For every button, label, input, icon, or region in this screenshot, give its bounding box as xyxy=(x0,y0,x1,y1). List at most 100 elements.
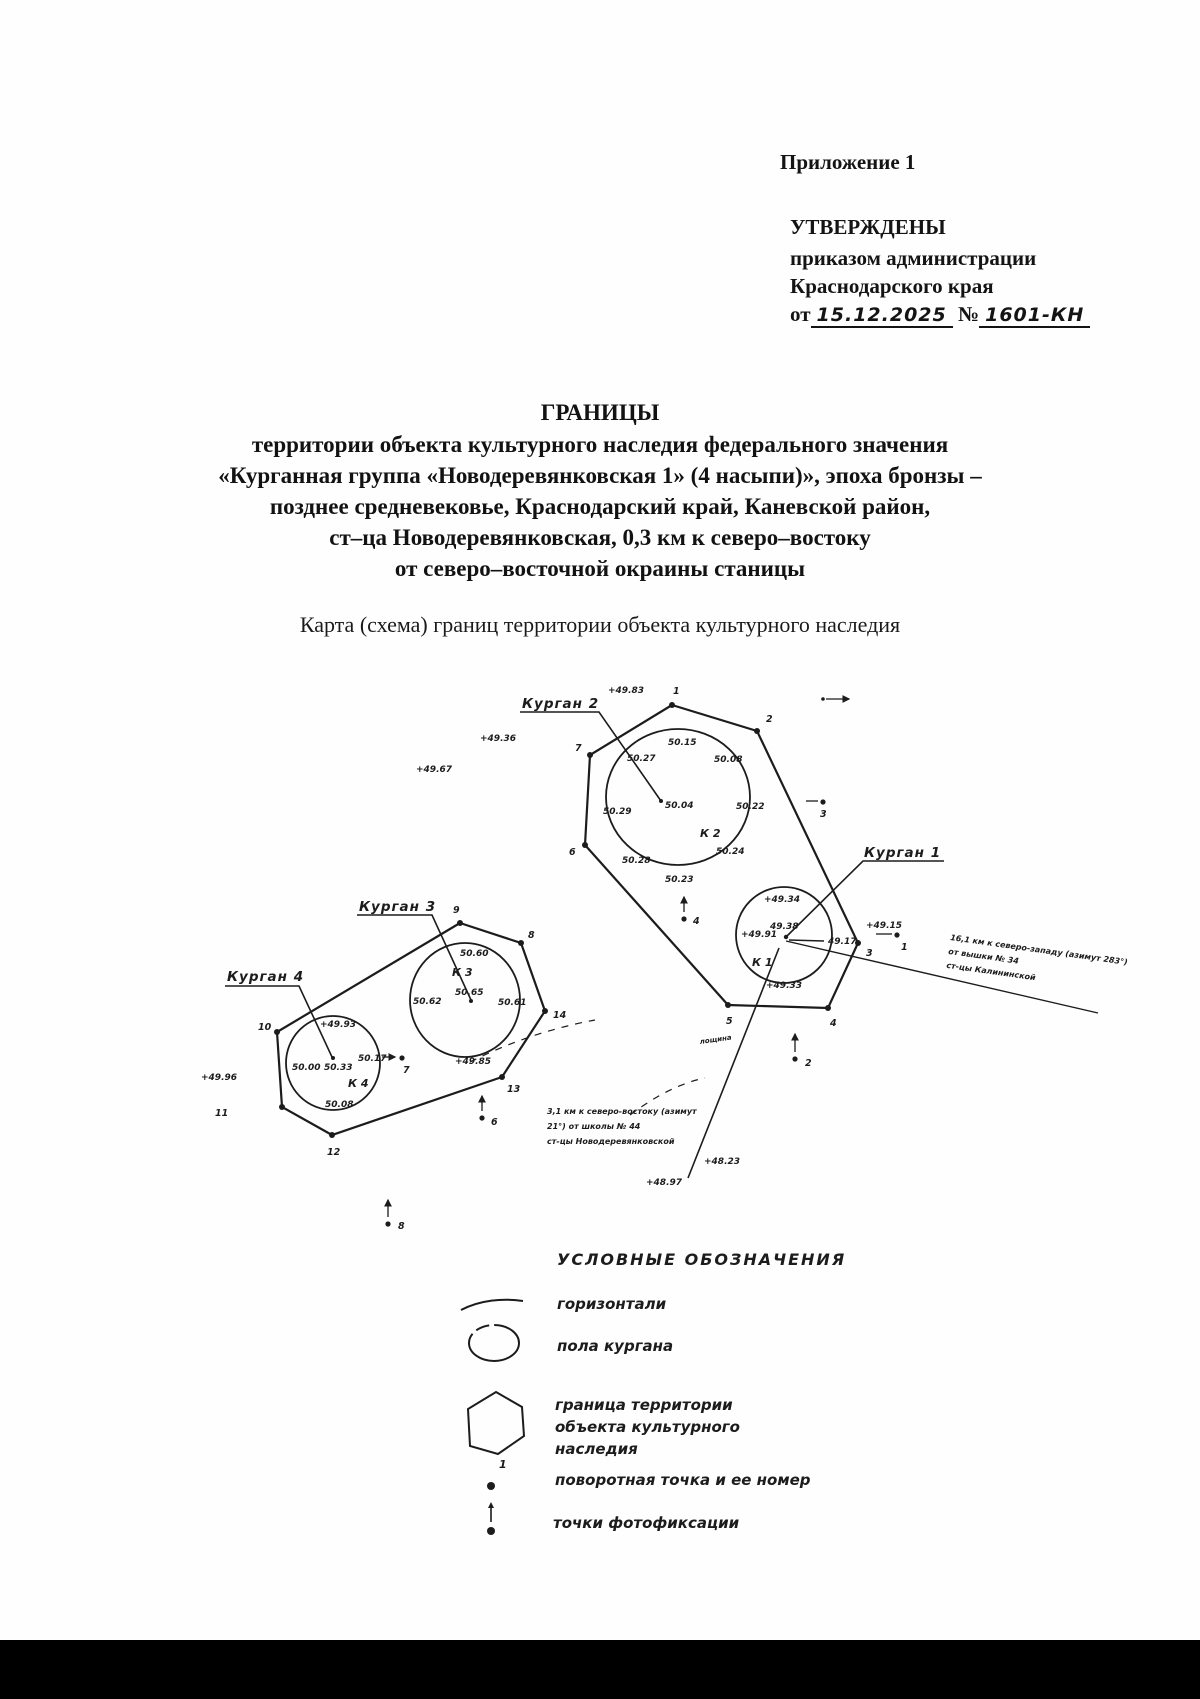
spot-elevation: +49.83 xyxy=(608,686,644,696)
photo-point-label: 7 xyxy=(403,1065,410,1076)
boundary-polygon-right xyxy=(583,703,860,1010)
vertex-label: 11 xyxy=(215,1108,228,1119)
elevation-value: 50.17 xyxy=(358,1054,387,1064)
kurgan4-callout: Курган 4 xyxy=(227,969,304,985)
vertex-label: 3 xyxy=(866,948,873,959)
doc-title-line1: территории объекта культурного наследия … xyxy=(251,432,949,457)
vertex-label: 7 xyxy=(575,743,582,754)
k1-east-tick xyxy=(788,939,825,942)
legend-photo-label: точки фотофиксации xyxy=(553,1514,740,1532)
doc-title-line4: ст–ца Новодеревянковская, 0,3 км к север… xyxy=(329,525,871,550)
spot-elevation: +49.96 xyxy=(201,1073,237,1083)
elevation-value: 50.61 xyxy=(498,998,526,1008)
photo-point-label: 4 xyxy=(692,916,700,927)
kurgan2-callout: Курган 2 xyxy=(522,696,599,712)
vertex-label: 5 xyxy=(726,1016,733,1027)
annotation-line: ст-цы Новодеревянковской xyxy=(547,1137,675,1146)
vertex-label: 4 xyxy=(829,1018,837,1029)
turning-point-icon xyxy=(487,1482,495,1490)
vertex-label: 6 xyxy=(569,847,576,858)
mound-circle-k4 xyxy=(285,1015,381,1111)
photo-points xyxy=(382,695,900,1227)
elevation-value: 50.00 xyxy=(292,1063,320,1073)
kurgan3-leader xyxy=(357,914,472,1001)
mound-name: К 3 xyxy=(452,966,473,979)
elevation-value: 49.38 xyxy=(769,922,798,932)
from-label: от xyxy=(790,302,811,326)
kurgan2-center-dot xyxy=(659,799,663,803)
legend-point-number: 1 xyxy=(499,1458,507,1471)
doc-title-line5: от северо–восточной окраины станицы xyxy=(394,556,806,581)
vertex-label: 9 xyxy=(453,905,460,916)
elevation-value: 50.62 xyxy=(413,997,441,1007)
annotation-line: ст-цы Калининской xyxy=(946,961,1037,982)
legend-title: УСЛОВНЫЕ ОБОЗНАЧЕНИЯ xyxy=(557,1250,847,1269)
handwritten-date: 15.12.2025 xyxy=(810,304,953,328)
legend-mound-label: пола кургана xyxy=(557,1337,674,1355)
elevation-value: +49.93 xyxy=(320,1020,356,1030)
boundary-map-sketch: 1 2 3 4 5 6 7 8 9 10 11 12 13 14 Курган … xyxy=(201,686,1128,1232)
doc-title-line3: позднее средневековье, Краснодарский кра… xyxy=(269,494,931,519)
mound-circle-k3 xyxy=(409,942,521,1058)
elevation-value: 49.17 xyxy=(827,937,857,947)
elevation-value: 50.08 xyxy=(325,1100,353,1110)
direction-line-right xyxy=(785,940,1099,1014)
photo-point-icon xyxy=(487,1502,495,1535)
appendix-label: Приложение 1 xyxy=(780,150,916,174)
photo-point-label: 1 xyxy=(901,942,908,953)
approved-by-line2: Краснодарского края xyxy=(790,274,994,298)
boundary-polygon-icon xyxy=(466,1390,526,1456)
annotation-line: 3,1 км к северо-востоку (азимут xyxy=(547,1107,698,1116)
handwritten-number: 1601-КН xyxy=(979,304,1091,328)
map-caption: Карта (схема) границ территории объекта … xyxy=(299,612,901,637)
elevation-value: 50.22 xyxy=(736,802,764,812)
doc-title-line2: «Курганная группа «Новодеревянковская 1»… xyxy=(218,463,982,488)
kurgan1-center-dot xyxy=(783,934,789,940)
kurgan1-callout: Курган 1 xyxy=(864,845,941,861)
elevation-value: 50.28 xyxy=(622,856,650,866)
contour-dashed-2 xyxy=(629,1077,706,1116)
legend-boundary-label: граница территории объекта культурного н… xyxy=(555,1396,740,1458)
mound-name: К 4 xyxy=(348,1077,368,1090)
vertex-label: 8 xyxy=(528,930,535,941)
elevation-value: 50.04 xyxy=(665,801,693,811)
kurgan4-leader xyxy=(225,985,333,1058)
photo-point-label: 2 xyxy=(805,1058,812,1069)
vertex-label: 2 xyxy=(766,714,773,725)
number-sign: № xyxy=(958,302,980,326)
mound-name: К 2 xyxy=(700,827,721,840)
kurgan4-center-dot xyxy=(331,1056,335,1060)
elevation-value: +49.85 xyxy=(455,1057,491,1067)
elevation-value: 50.23 xyxy=(665,875,693,885)
scan-artifact-bar xyxy=(0,1640,1200,1699)
photo-point-label: 6 xyxy=(491,1117,498,1128)
elevation-value: +49.33 xyxy=(766,981,802,991)
elevation-value: +49.34 xyxy=(764,895,800,905)
vertex-label: 1 xyxy=(673,686,680,697)
spot-elevation: +48.23 xyxy=(704,1157,740,1167)
elevation-value: 50.15 xyxy=(668,738,696,748)
mound-circle-k2 xyxy=(605,728,751,866)
elevation-value: 50.27 xyxy=(627,754,656,764)
annotation-left: 3,1 км к северо-востоку (азимут 21°) от … xyxy=(547,1107,698,1146)
elevation-value: 50.60 xyxy=(460,949,488,959)
turning-point-dots xyxy=(274,702,861,1138)
vertex-label: 10 xyxy=(258,1022,272,1033)
boundary-polygon-left xyxy=(275,921,547,1137)
vertex-label: 13 xyxy=(507,1084,521,1095)
legend-turn-point-label: поворотная точка и ее номер xyxy=(555,1471,811,1489)
annotation-right: 16,1 км к северо-западу (азимут 283°) от… xyxy=(946,933,1128,982)
gully-line xyxy=(687,947,780,1179)
kurgan3-callout: Курган 3 xyxy=(359,899,436,915)
contour-line-icon xyxy=(460,1298,524,1311)
vertex-label: 12 xyxy=(327,1147,341,1158)
contour-dashed-1 xyxy=(469,1019,596,1063)
mound-name: К 1 xyxy=(752,956,772,969)
elevation-value: 50.33 xyxy=(324,1063,352,1073)
elevation-value: 50.08 xyxy=(714,755,742,765)
approved-heading: УТВЕРЖДЕНЫ xyxy=(790,215,946,239)
photo-point-label: 8 xyxy=(398,1221,405,1232)
legend-contour-label: горизонтали xyxy=(557,1295,667,1313)
